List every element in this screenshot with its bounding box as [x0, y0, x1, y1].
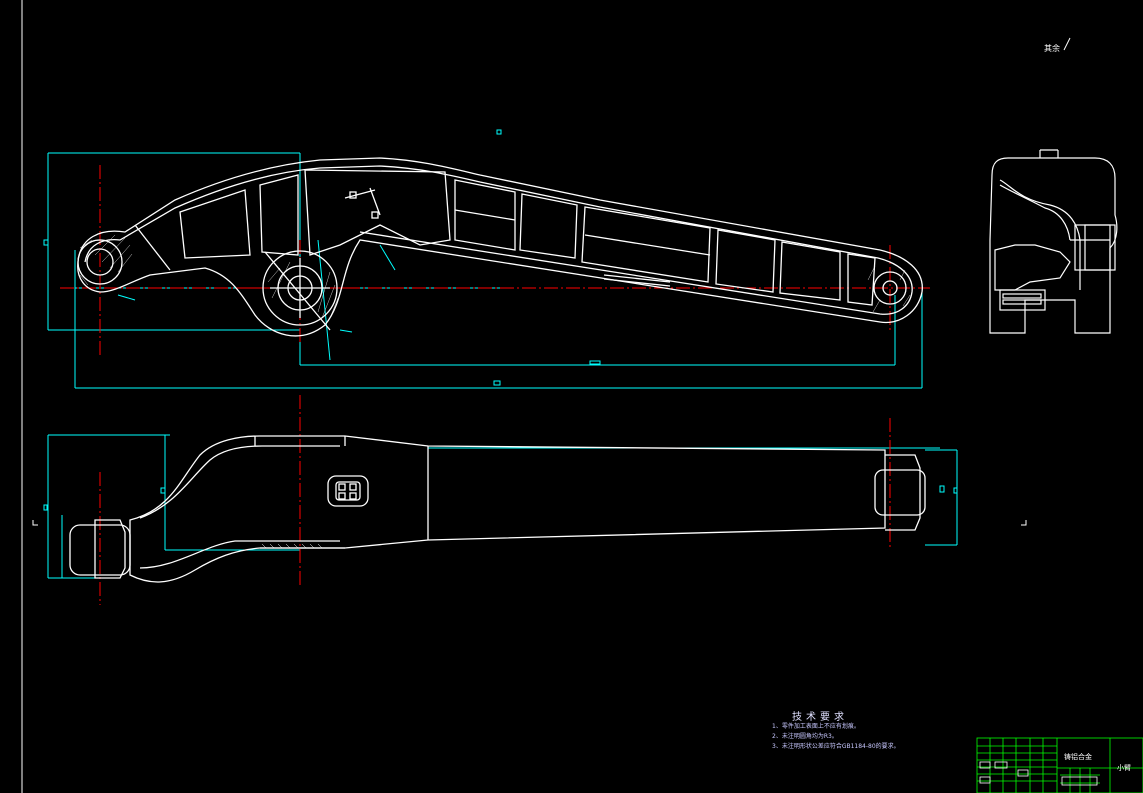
technical-requirement-item: 2、未注明圆角均为R3。 — [772, 733, 838, 740]
top-view-hatching — [261, 543, 323, 549]
title-block — [976, 737, 1143, 793]
title-block-white-cells — [979, 761, 1098, 786]
front-view-dimensions — [43, 129, 923, 389]
front-view — [43, 129, 930, 389]
side-view — [989, 149, 1118, 334]
roughness-note: 其余 — [1044, 44, 1060, 53]
front-view-outline — [77, 157, 923, 337]
technical-requirements-title: 技术要求 — [792, 712, 848, 723]
technical-requirement-item: 1、零件加工表面上不应有划痕。 — [772, 723, 860, 730]
view-markers — [32, 37, 1071, 526]
front-view-hatching — [79, 234, 911, 319]
top-view-outline — [69, 435, 926, 583]
title-block-material: 铸铝合金 — [1064, 753, 1092, 761]
top-view-dimensions — [43, 434, 958, 579]
technical-requirement-item: 3、未注明形状公差应符合GB1184-80的要求。 — [772, 743, 900, 750]
top-view-centerlines — [99, 395, 891, 605]
top-view — [43, 395, 958, 605]
title-block-part-name: 小臂 — [1117, 764, 1131, 772]
